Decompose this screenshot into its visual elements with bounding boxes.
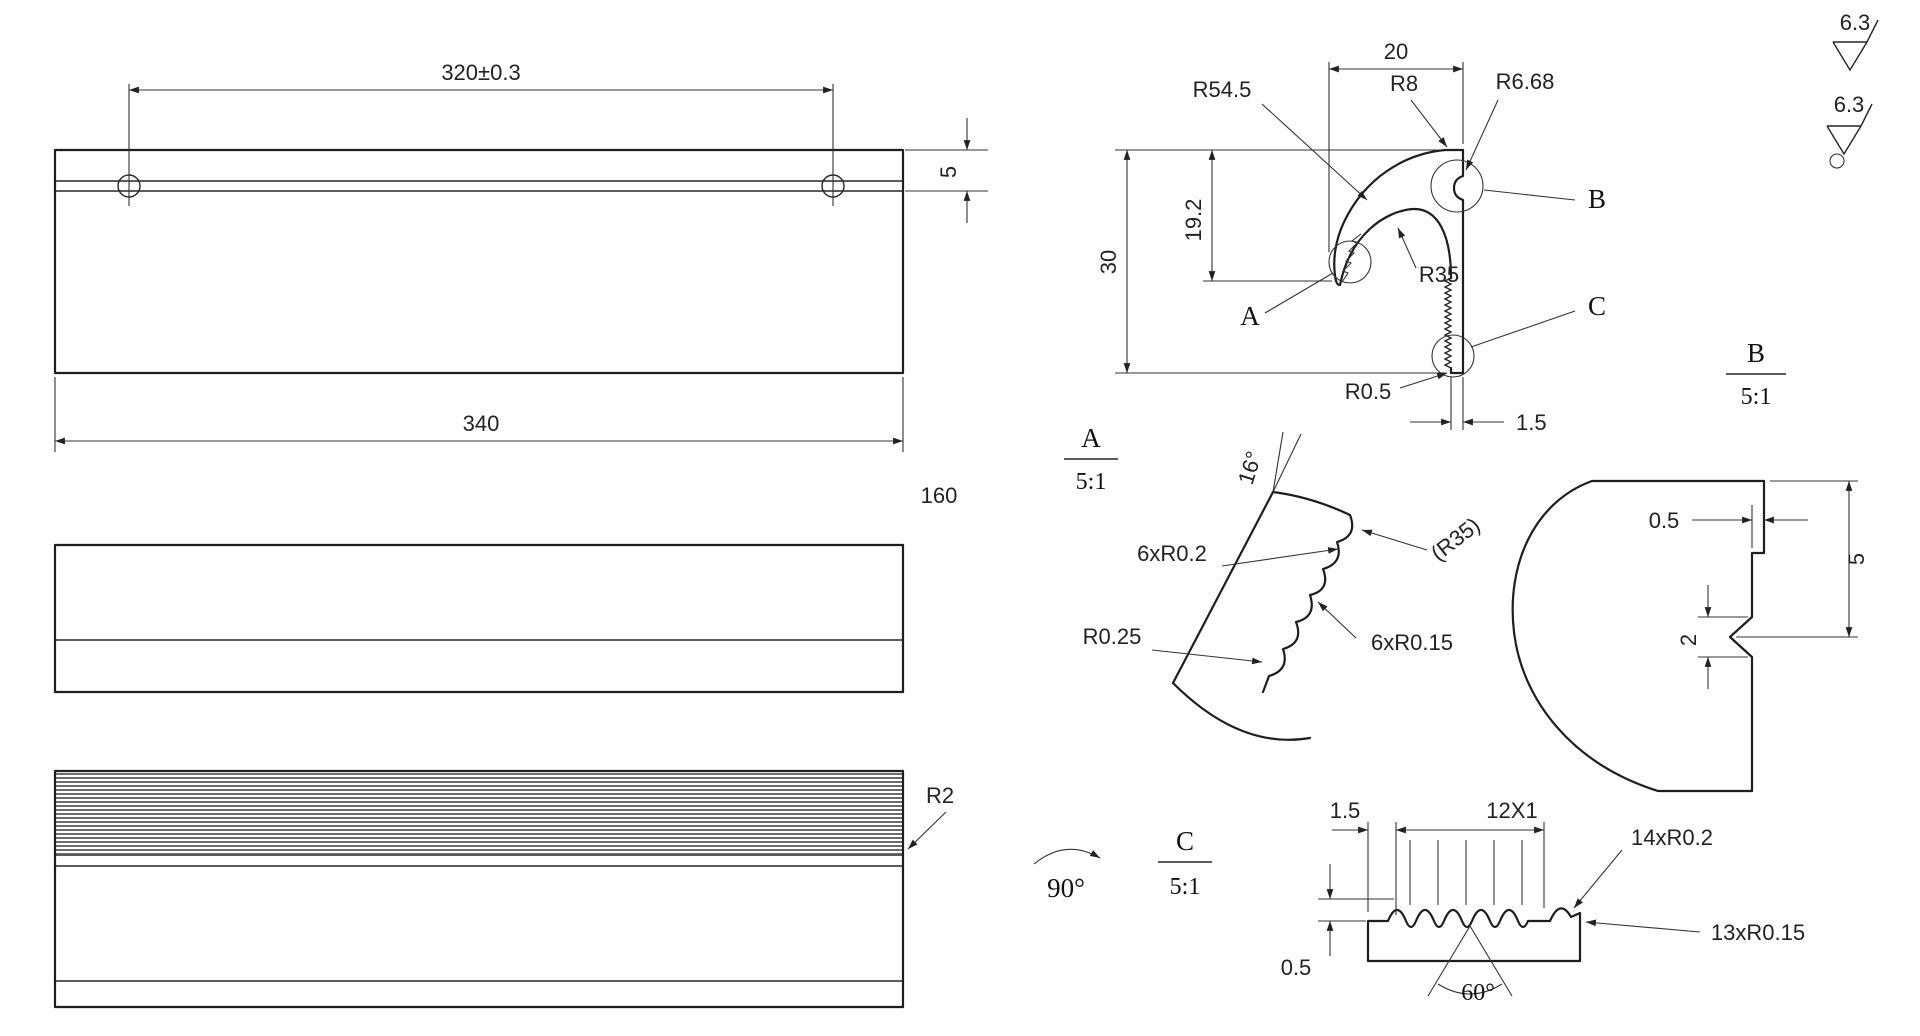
profile-hook-outline (1333, 148, 1465, 287)
leader-line (1470, 310, 1576, 348)
leader-line (1483, 189, 1576, 201)
leader-line (1397, 227, 1417, 269)
detail-b-scale: 5:1 (1741, 384, 1772, 410)
label-a: A (1240, 301, 1260, 331)
detail-b-notched-edge (1728, 479, 1766, 793)
roughness-symbol-icon (1832, 19, 1879, 72)
front-view-outline (53, 148, 905, 375)
detail-c-scale: 5:1 (1170, 874, 1201, 900)
dim-340: 340 (463, 411, 500, 436)
dim-14xr0-2: 14xR0.2 (1631, 825, 1713, 850)
dim-320: 320±0.3 (441, 60, 520, 85)
detail-circle-c (1431, 334, 1475, 378)
dim-6xr0-2: 6xR0.2 (1137, 541, 1207, 566)
dim-r35: R35 (1419, 262, 1459, 287)
dim-r2: R2 (926, 783, 954, 808)
middle-view (53, 543, 905, 694)
label-b: B (1588, 184, 1606, 214)
angle-line (1272, 433, 1302, 493)
detail-b-title: B (1747, 338, 1765, 368)
wall-serration (1443, 277, 1453, 369)
dim-b-5: 5 (1844, 553, 1869, 565)
dim-b-0-5: 0.5 (1649, 508, 1680, 533)
detail-c-bar-outline (1366, 907, 1582, 963)
pitch-ticks (1409, 840, 1523, 905)
rotation-90deg: 90° (1047, 873, 1085, 903)
dim-5: 5 (936, 166, 961, 178)
detail-a-scale: 5:1 (1076, 469, 1107, 495)
dim-r8: R8 (1390, 71, 1418, 96)
leader-line (1261, 103, 1368, 201)
dim-20: 20 (1384, 39, 1408, 64)
dim-60deg: 60° (1461, 980, 1495, 1006)
dim-12x1: 12X1 (1486, 798, 1537, 823)
bottom-view-outline (53, 769, 905, 1009)
roughness-value-bottom: 6.3 (1834, 92, 1865, 117)
detail-a-bottom-arc (1171, 681, 1312, 741)
dim-r0-5: R0.5 (1345, 379, 1391, 404)
dim-1-5: 1.5 (1516, 410, 1547, 435)
dim-13xr0-15: 13xR0.15 (1711, 920, 1805, 945)
leader-line (1151, 649, 1263, 665)
middle-view-outline (53, 543, 905, 694)
detail-circle-a (1328, 240, 1372, 284)
serration-band (56, 772, 902, 854)
detail-circle-b (1430, 159, 1484, 213)
dim-r0-25: R0.25 (1083, 624, 1142, 649)
detail-b-arc (1511, 479, 1660, 793)
leader-line (907, 811, 947, 850)
detail-b: 0.5 5 2 (1511, 479, 1869, 793)
leader-line (1465, 99, 1499, 171)
leader-line (1399, 372, 1448, 389)
leader-line (1410, 99, 1448, 148)
profile-wall-outline (1449, 148, 1465, 375)
dim-6xr0-15: 6xR0.15 (1371, 630, 1453, 655)
leader-line (1573, 849, 1623, 909)
dim-b-2: 2 (1676, 634, 1701, 646)
rotation-arrow (1033, 848, 1101, 865)
angle-line (1427, 925, 1471, 997)
detail-a-serrated-edge (1261, 513, 1354, 694)
roughness-circle-icon (1829, 153, 1845, 169)
dim-c-1-5: 1.5 (1330, 798, 1361, 823)
leader-line (1317, 601, 1357, 639)
dim-16deg: 16° (1233, 448, 1267, 487)
leader-line (1221, 547, 1339, 567)
detail-a: A 5:1 16° (R35) 6xR0.2 R0.25 6xR0.15 (1064, 423, 1485, 741)
angle-line (1272, 431, 1284, 493)
roughness-symbol-icon (1826, 103, 1873, 156)
dim-160: 160 (921, 483, 958, 508)
dim-30: 30 (1096, 250, 1121, 274)
surface-finish: 6.3 6.3 (1826, 10, 1879, 169)
section-view: A B C 30 19.2 20 R54.5 R8 R6.68 R35 R0.5 (1096, 39, 1606, 435)
leader-line (1585, 919, 1701, 933)
dim-r6-68: R6.68 (1496, 69, 1555, 94)
front-view: 320±0.3 5 340 (53, 60, 988, 452)
detail-a-top-edge (1271, 490, 1352, 517)
angle-line (1469, 925, 1513, 997)
leader-line (1361, 529, 1428, 551)
label-c: C (1588, 291, 1606, 321)
leader-line (1264, 272, 1334, 314)
roughness-value-top: 6.3 (1840, 10, 1871, 35)
detail-a-title: A (1081, 423, 1101, 453)
detail-b-header: B 5:1 (1726, 338, 1786, 410)
dim-c-0-5: 0.5 (1281, 955, 1312, 980)
detail-c: 90° C 5:1 1.5 12X1 14xR0.2 13xR0.15 (1033, 798, 1805, 1006)
dim-r54-5: R54.5 (1193, 77, 1252, 102)
dim-r35-ref: (R35) (1426, 512, 1485, 566)
detail-a-back-edge (1171, 490, 1275, 685)
dim-19-2: 19.2 (1181, 199, 1206, 242)
detail-c-title: C (1176, 826, 1194, 856)
angle-arc (1437, 983, 1503, 995)
bottom-view: R2 (53, 769, 954, 1009)
